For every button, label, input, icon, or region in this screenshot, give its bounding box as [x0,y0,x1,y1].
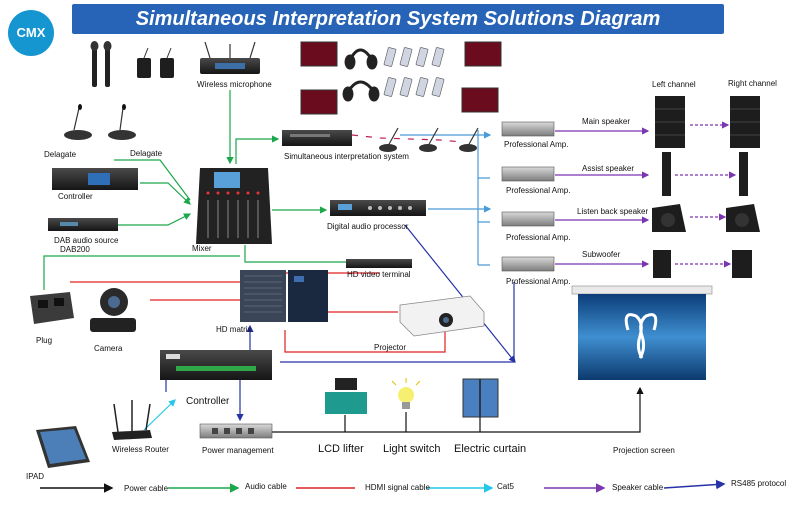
digital-audio-processor-image [330,200,426,216]
projection-screen-image [571,285,713,380]
interpreter-headsets-image [342,48,380,102]
page-title: Simultaneous Interpretation System Solut… [135,8,661,30]
label-amp-1: Professional Amp. [504,140,569,149]
label-camera: Camera [94,344,123,353]
lcd-lifter-image [325,378,367,414]
ptz-camera-image [90,288,136,332]
electric-curtain-image [462,378,499,418]
company-logo: CMX [8,10,54,56]
label-mixer: Mixer [192,244,212,253]
label-wireless-microphone: Wireless microphone [197,80,272,89]
interpretation-host-image [282,130,352,146]
subwoofers-image [653,250,752,278]
controller-rack-image [52,168,138,190]
wireless-receiver-image [200,41,260,74]
legend-power-cable: Power cable [124,484,169,493]
legend-hdmi-signal-cable: HDMI signal cable [365,483,430,492]
label-main-speaker: Main speaker [582,117,631,126]
legend-rs485-protocol: RS485 protocol [731,479,787,488]
label-dab200: DAB200 [60,245,90,254]
hd-matrix-image [240,270,328,322]
interpreter-monitors-image [300,41,502,115]
legend-speaker-cable: Speaker cable [612,483,664,492]
main-speakers-image [655,96,760,148]
hd-video-terminal-image [346,259,412,268]
label-amp-2: Professional Amp. [506,186,571,195]
legend-audio-cable: Audio cable [245,482,287,491]
projector-image [399,295,485,337]
language-receivers-image [383,47,445,97]
label-power-management: Power management [202,446,274,455]
label-digital-audio-processor: Digital audio processor [327,222,409,231]
label-projector: Projector [374,343,407,352]
handheld-microphones-image [90,41,112,87]
label-wireless-router: Wireless Router [112,445,169,454]
title-bar: Simultaneous Interpretation System Solut… [72,4,724,34]
power-management-image [199,423,273,439]
label-hd-video-terminal: HD video terminal [347,270,411,279]
label-hd-matrix: HD matrix [216,325,252,334]
label-projection-screen: Projection screen [613,446,675,455]
wireless-router-image [112,400,152,440]
label-electric-curtain: Electric curtain [454,443,527,455]
label-delegate-left: Delagate [44,150,77,159]
legend-swatches [40,479,726,493]
mixer-image [196,168,272,244]
label-listen-back-speaker: Listen back speaker [577,207,649,216]
delegate-unit-right-image [108,104,136,140]
label-delegate-right: Delagate [130,149,163,158]
dab-audio-source-image [48,218,118,231]
delegate-unit-left-image [64,104,92,140]
light-bulb-image [391,378,421,409]
label-amp-4: Professional Amp. [506,277,571,286]
label-dab-audio-source: DAB audio source [54,236,119,245]
label-assist-speaker: Assist speaker [582,164,635,173]
legend-cat5: Cat5 [497,482,514,491]
label-lcd-lifter: LCD lifter [318,443,364,455]
central-controller-image [160,350,272,380]
monitor-speakers-image [652,204,760,232]
floor-plug-image [30,292,74,324]
label-amp-3: Professional Amp. [506,233,571,242]
assist-speakers-image [662,152,748,196]
ipad-image [36,426,90,468]
label-left-channel: Left channel [652,80,696,89]
bodypack-transmitters-image [137,47,174,78]
label-ipad: IPAD [26,472,45,481]
label-right-channel: Right channel [728,79,777,88]
label-controller: Controller [58,192,93,201]
label-simultaneous-interpretation-system: Simultaneous interpretation system [284,152,409,161]
label-subwoofer: Subwoofer [582,250,621,259]
label-controller-central: Controller [186,396,230,407]
amplifiers-image [501,121,555,272]
label-light-switch: Light switch [383,443,441,455]
interpreter-desk-units-image [379,127,479,152]
label-plug: Plug [36,336,53,345]
